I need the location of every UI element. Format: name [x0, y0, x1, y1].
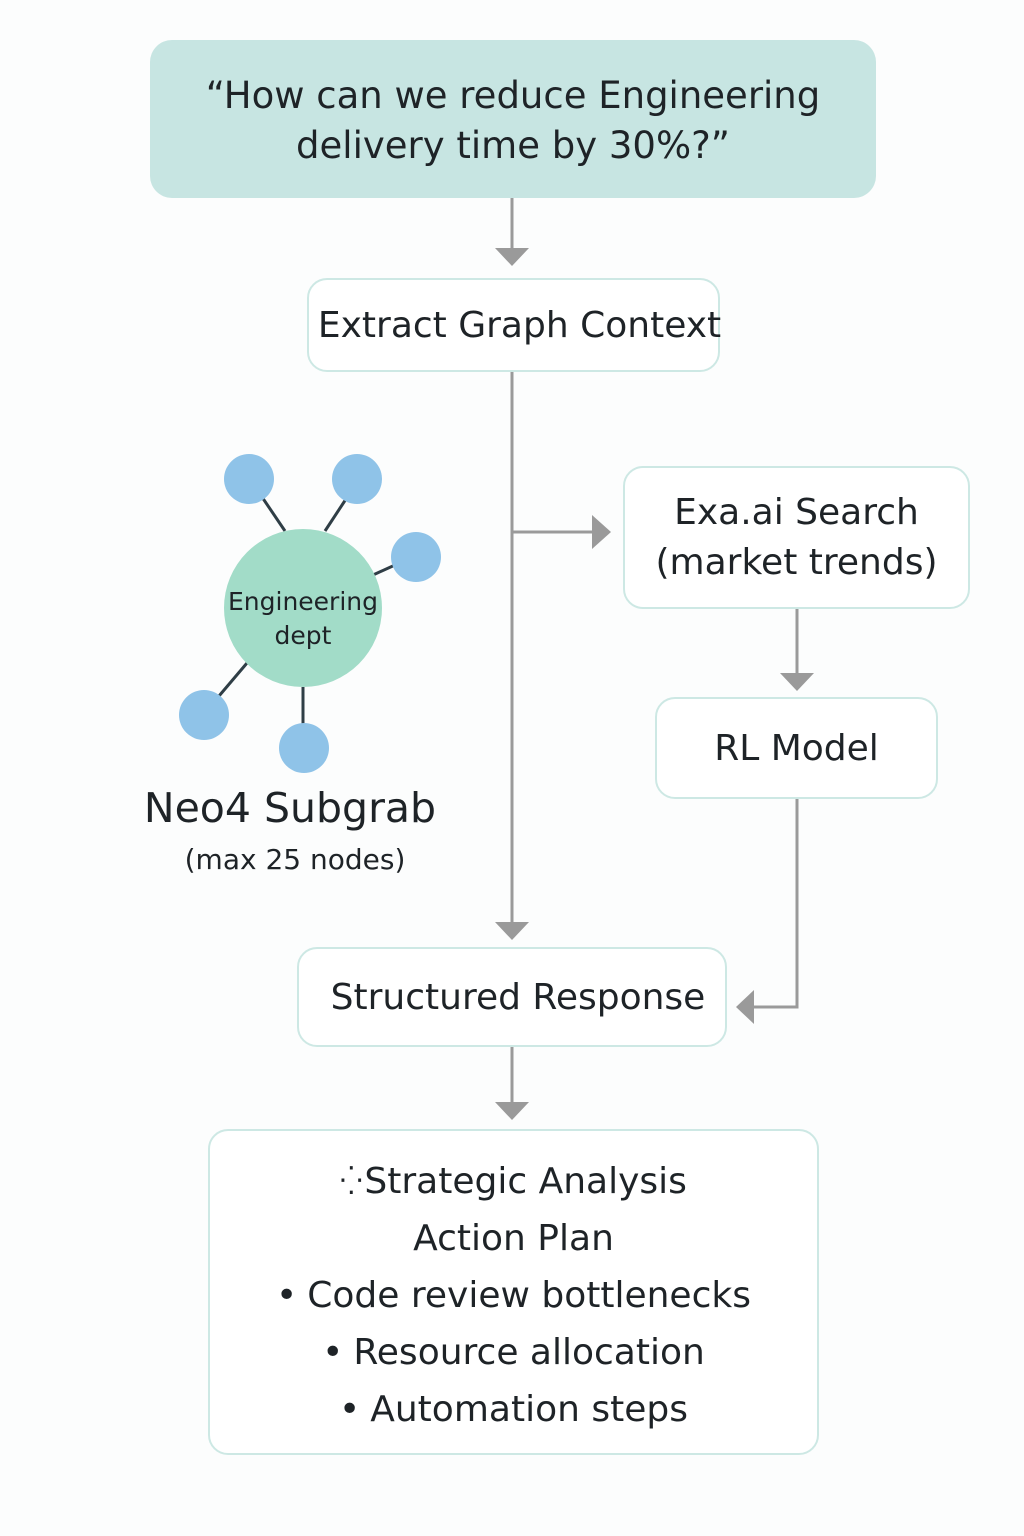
list-item: •Code review bottlenecks [276, 1267, 751, 1324]
arrowhead-down-output [495, 1102, 529, 1120]
arrowhead-right-exa [592, 515, 611, 549]
graph-edge [323, 498, 348, 532]
graph-edge [372, 563, 396, 577]
exa-line1: Exa.ai Search [674, 491, 919, 533]
bullet-icon: • [322, 1332, 344, 1373]
arrowhead-down-rl [780, 673, 814, 691]
graph-node [279, 723, 329, 773]
output-title-row: ⁛Strategic Analysis [340, 1152, 687, 1210]
question-line1: “How can we reduce Engineering [205, 74, 821, 117]
subgraph-nodes [179, 454, 441, 773]
arrowhead-down-structured [495, 922, 529, 940]
question-box: “How can we reduce Engineering delivery … [150, 40, 876, 198]
bullet-icon: • [276, 1275, 298, 1316]
bullet-icon: • [339, 1389, 361, 1430]
arrowhead-down-extract [495, 248, 529, 266]
list-item-text: Code review bottlenecks [307, 1275, 751, 1316]
rl-label: RL Model [714, 727, 879, 769]
hub-label: Engineering dept [222, 585, 384, 653]
graph-node [179, 690, 229, 740]
graph-edge [217, 662, 249, 697]
arrowhead-left-structured [736, 990, 754, 1024]
list-item-text: Automation steps [370, 1389, 688, 1430]
graph-node [224, 454, 274, 504]
rl-model-box: RL Model [655, 697, 938, 799]
exa-line2: (market trends) [655, 541, 938, 583]
graph-node [391, 532, 441, 582]
question-line2: delivery time by 30%?” [296, 124, 730, 167]
subgraph-title: Neo4 Subgrab [143, 784, 437, 832]
connector-rl-to-structured [752, 799, 799, 1009]
extract-graph-context-box: Extract Graph Context [307, 278, 722, 372]
output-title: Strategic Analysis [364, 1161, 687, 1202]
subgraph-edges [217, 496, 396, 724]
graph-edge [260, 496, 287, 532]
hub-label-line1: Engineering [228, 587, 378, 616]
strategic-analysis-box: ⁛Strategic Analysis Action Plan •Code re… [208, 1129, 819, 1455]
extract-label: Extract Graph Context [317, 304, 722, 346]
subgraph-subtitle: (max 25 nodes) [184, 843, 406, 876]
structured-response-box: Structured Response [297, 947, 727, 1047]
list-item: •Resource allocation [322, 1324, 705, 1381]
output-subtitle: Action Plan [413, 1218, 614, 1259]
grid-icon: ⁛ [340, 1164, 362, 1197]
graph-hub-node [224, 529, 382, 687]
connectors [510, 198, 799, 1102]
structured-label: Structured Response [330, 976, 706, 1018]
arrowheads [495, 248, 814, 1120]
list-item: •Automation steps [339, 1381, 688, 1438]
exa-search-box: Exa.ai Search (market trends) [623, 466, 970, 609]
list-item-text: Resource allocation [353, 1332, 705, 1373]
hub-label-line2: dept [274, 621, 332, 650]
graph-node [332, 454, 382, 504]
